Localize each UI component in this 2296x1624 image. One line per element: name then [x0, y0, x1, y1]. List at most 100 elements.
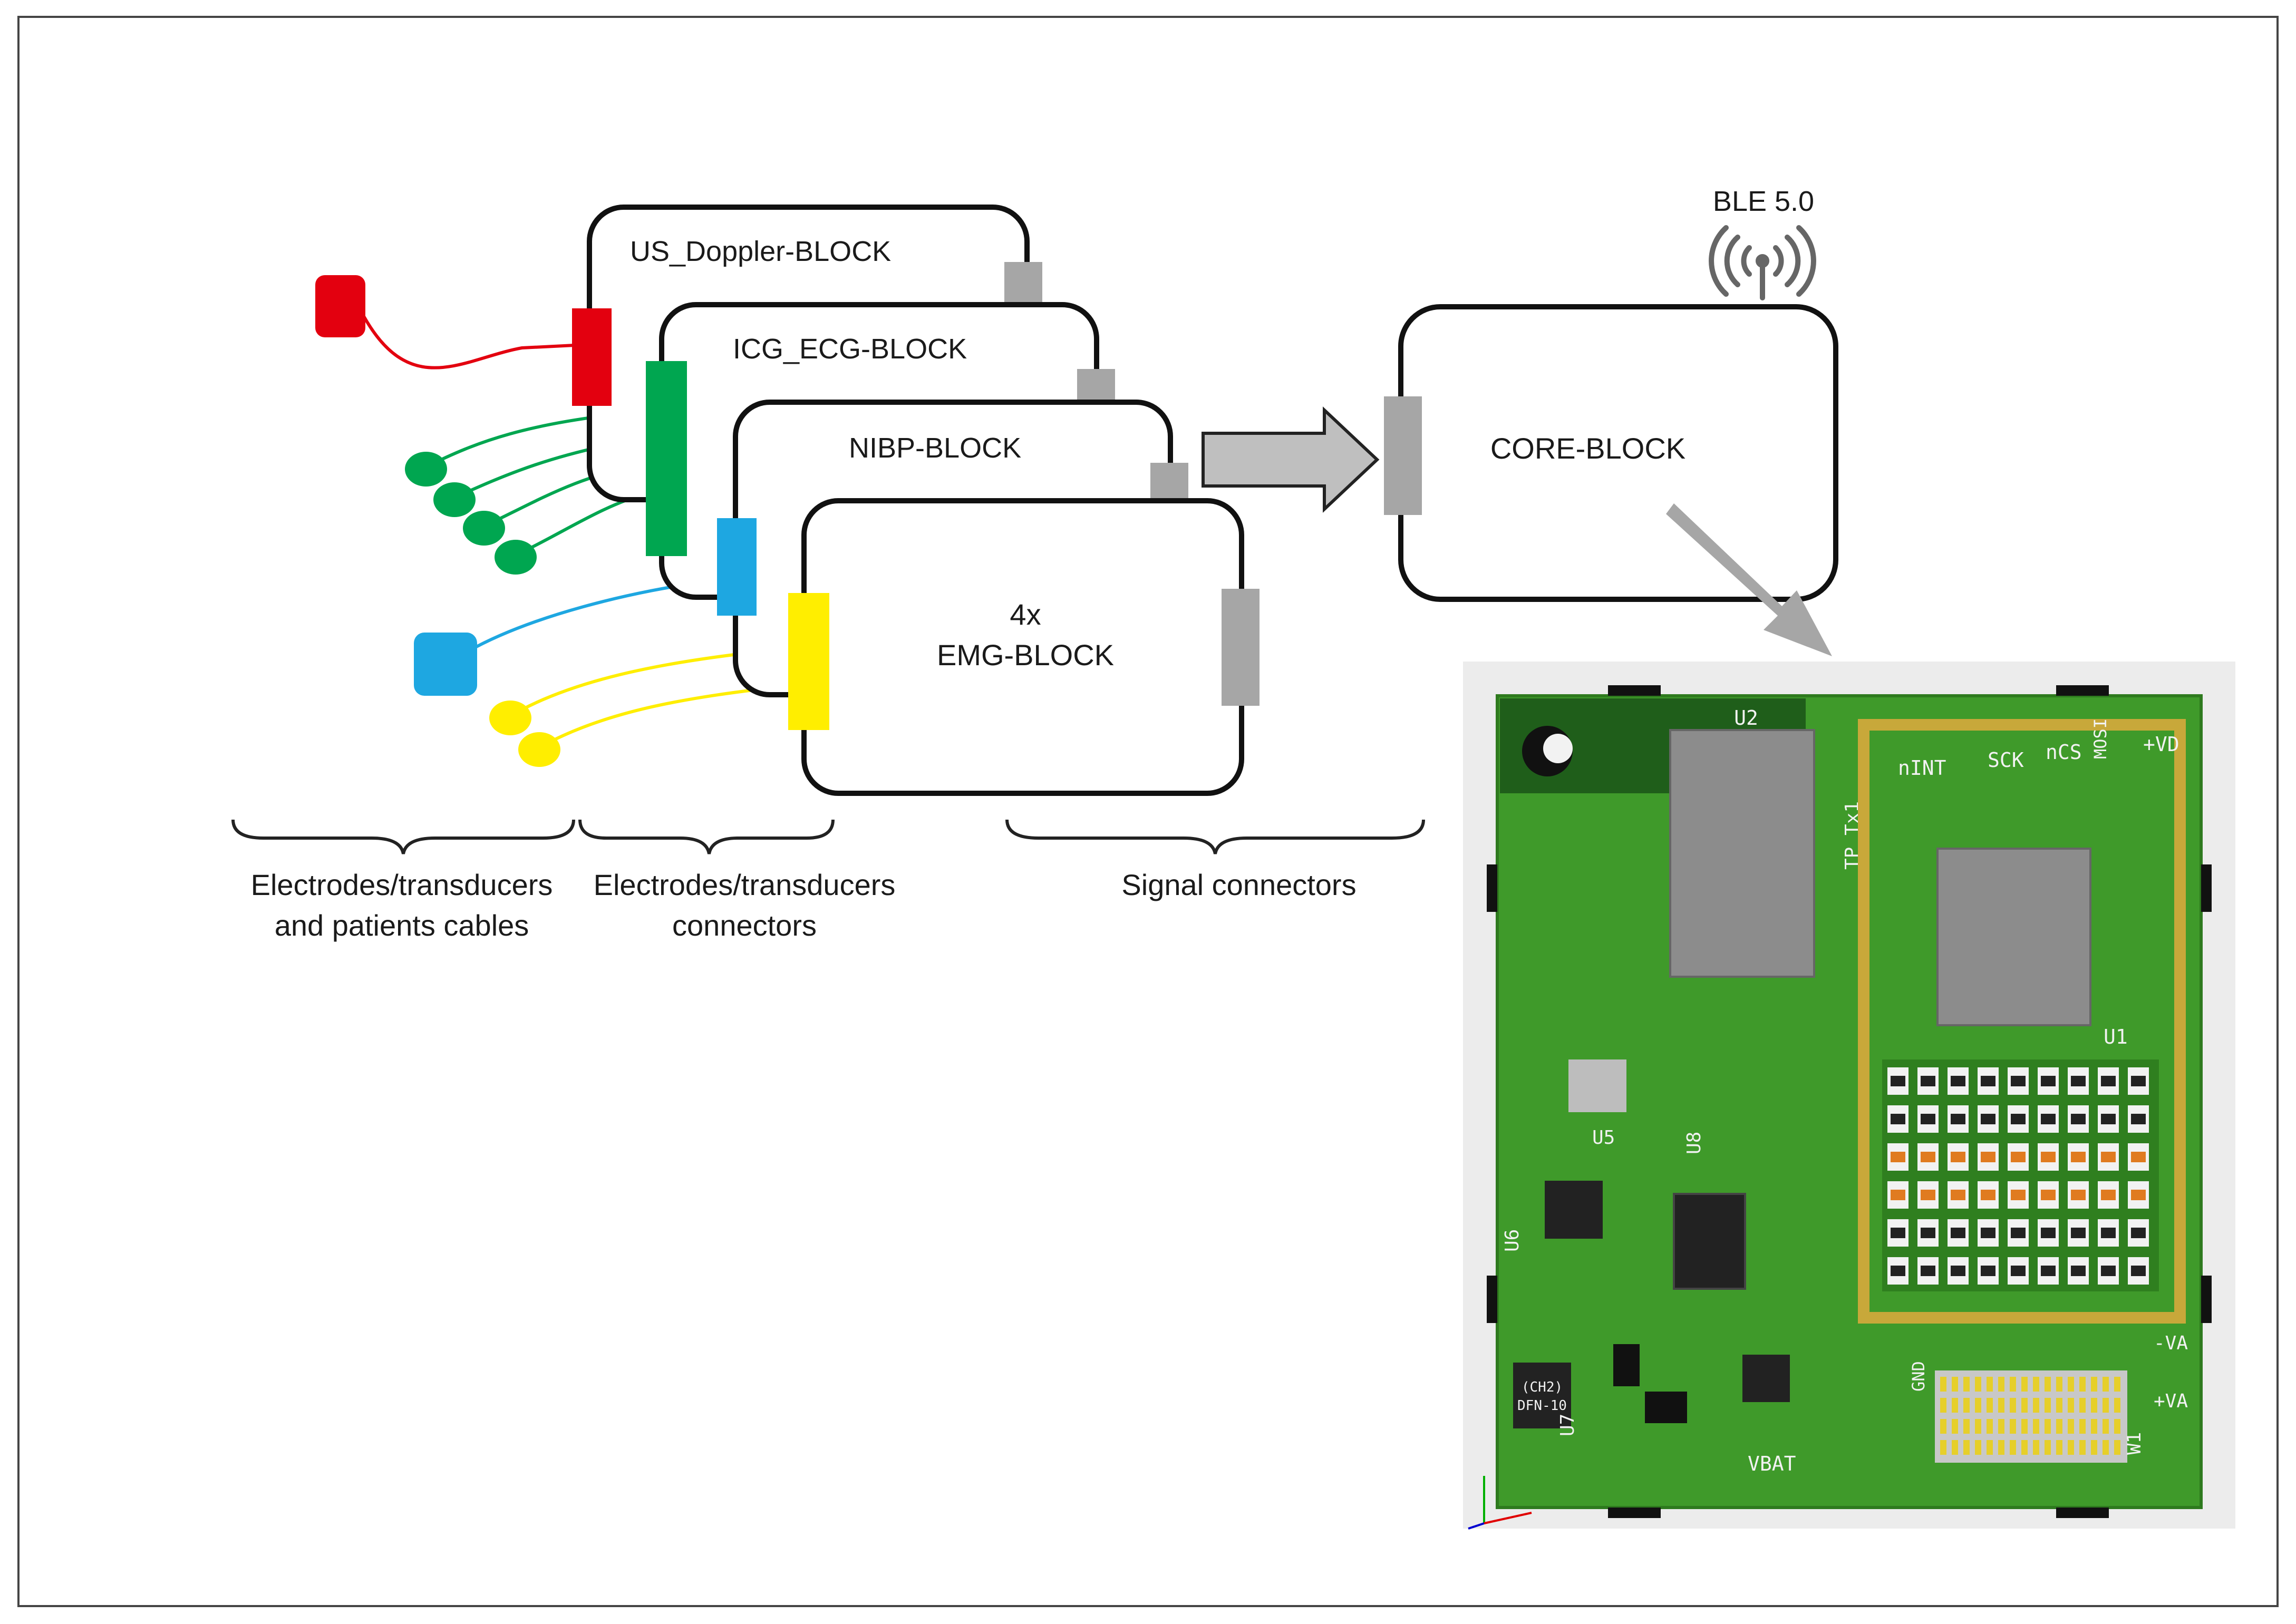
- connector-pin: [1952, 1398, 1958, 1413]
- emg-label: EMG-BLOCK: [937, 638, 1114, 672]
- passive-component-body: [2101, 1076, 2116, 1086]
- connector-pin: [1987, 1377, 1993, 1392]
- connector-pin: [2045, 1377, 2051, 1392]
- connector-pin: [2079, 1377, 2086, 1392]
- axis-indicator: [1468, 1476, 1532, 1530]
- passive-component-body: [1951, 1266, 1965, 1276]
- passive-component-body: [2101, 1190, 2116, 1200]
- wireless-antenna-icon: [1709, 225, 1816, 300]
- connector-pin: [2033, 1440, 2039, 1455]
- green-electrode-4: [495, 540, 537, 575]
- connector-pin: [1998, 1377, 2004, 1392]
- legend-connectors-line2: connectors: [672, 909, 817, 942]
- edge-pads: [1487, 685, 2212, 1518]
- connector-pin: [2103, 1440, 2109, 1455]
- connector-pin: [2114, 1377, 2120, 1392]
- passive-component-body: [1951, 1190, 1965, 1200]
- connector-pin: [2010, 1440, 2016, 1455]
- passive-component-body: [2131, 1076, 2146, 1086]
- label-u7: U7: [1557, 1414, 1578, 1436]
- passive-component-body: [2041, 1228, 2056, 1238]
- connector-pin: [1940, 1398, 1946, 1413]
- connector-pin: [2079, 1440, 2086, 1455]
- emg-count-label: 4x: [1010, 598, 1041, 631]
- passive-component-body: [1981, 1152, 1995, 1162]
- connector-pin: [2021, 1419, 2028, 1434]
- red-electrode: [315, 275, 365, 337]
- connector-pin: [2091, 1377, 2097, 1392]
- legend-braces: [231, 819, 1425, 854]
- block-stack: US_Doppler-BLOCK ICG_ECG-BLOCK NIBP-BLOC…: [587, 205, 1260, 796]
- connector-pin: [2103, 1377, 2109, 1392]
- passive-component-body: [2041, 1152, 2056, 1162]
- passive-component-body: [2041, 1114, 2056, 1124]
- electrode-connectors: [572, 308, 829, 730]
- legend-signal: Signal connectors: [1121, 868, 1356, 901]
- connector-pin: [2079, 1398, 2086, 1413]
- connector-pin: [1952, 1440, 1958, 1455]
- legend-connectors-line1: Electrodes/transducers: [594, 868, 896, 901]
- connector-pin: [2103, 1398, 2109, 1413]
- brace-signal: [1005, 819, 1425, 854]
- green-electrode-2: [433, 482, 476, 517]
- label-u5: U5: [1592, 1127, 1615, 1149]
- label-ch2: (CH2): [1522, 1379, 1563, 1395]
- connector-pin: [1975, 1419, 1981, 1434]
- passive-component-body: [2071, 1152, 2086, 1162]
- passive-component-body: [2131, 1152, 2146, 1162]
- label-plus-vd: +VD: [2143, 733, 2179, 756]
- chip-small-1: [1742, 1355, 1790, 1402]
- connector-pin: [1940, 1440, 1946, 1455]
- yellow-electrode-1: [489, 701, 531, 735]
- passive-array: [1882, 1059, 2159, 1291]
- connector-w1-pins: [1940, 1377, 2120, 1455]
- connector-pin: [1963, 1440, 1970, 1455]
- yellow-cable-2: [537, 684, 791, 750]
- emg-signal-connector: [1222, 589, 1260, 706]
- passive-component-body: [1921, 1266, 1935, 1276]
- connector-pin: [1987, 1419, 1993, 1434]
- signal-arrow: [1202, 406, 1380, 513]
- passive-component-body: [1891, 1152, 1905, 1162]
- connector-pin: [2056, 1419, 2062, 1434]
- electrodes: [315, 275, 560, 767]
- connector-pin: [2056, 1440, 2062, 1455]
- connector-pin: [2021, 1398, 2028, 1413]
- legend-cables-line1: Electrodes/transducers: [251, 868, 553, 901]
- red-connector: [572, 308, 612, 406]
- figure-frame: [17, 16, 2279, 1607]
- label-w1: W1: [2124, 1432, 2145, 1455]
- connector-pin: [2010, 1377, 2016, 1392]
- connector-pin: [2056, 1398, 2062, 1413]
- connector-pin: [2079, 1419, 2086, 1434]
- passive-component-body: [1921, 1152, 1935, 1162]
- passive-component-body: [2131, 1266, 2146, 1276]
- blue-electrode: [414, 633, 477, 696]
- connector-pin: [1963, 1398, 1970, 1413]
- label-u8: U8: [1683, 1132, 1705, 1154]
- connector-pin: [2114, 1398, 2120, 1413]
- passive-component-body: [2011, 1266, 2026, 1276]
- passive-component-body: [2011, 1152, 2026, 1162]
- passive-component-body: [1951, 1114, 1965, 1124]
- connector-pin: [1987, 1398, 1993, 1413]
- passive-component-body: [1981, 1266, 1995, 1276]
- passive-component-body: [2101, 1266, 2116, 1276]
- passive-component-body: [1891, 1114, 1905, 1124]
- label-u6: U6: [1501, 1229, 1523, 1252]
- core-signal-connector: [1384, 396, 1422, 515]
- connector-pin: [1998, 1419, 2004, 1434]
- passive-component-body: [2071, 1190, 2086, 1200]
- connector-pin: [1975, 1440, 1981, 1455]
- connector-pin: [2068, 1419, 2074, 1434]
- connector-pin: [1952, 1419, 1958, 1434]
- ble-label: BLE 5.0: [1713, 186, 1814, 217]
- connector-pin: [2103, 1419, 2109, 1434]
- passive-component-body: [1951, 1152, 1965, 1162]
- blue-connector: [717, 518, 757, 616]
- green-electrode-3: [463, 511, 505, 546]
- connector-pin: [2033, 1398, 2039, 1413]
- us-doppler-signal-connector: [1004, 262, 1042, 305]
- chip-u6: [1545, 1181, 1603, 1239]
